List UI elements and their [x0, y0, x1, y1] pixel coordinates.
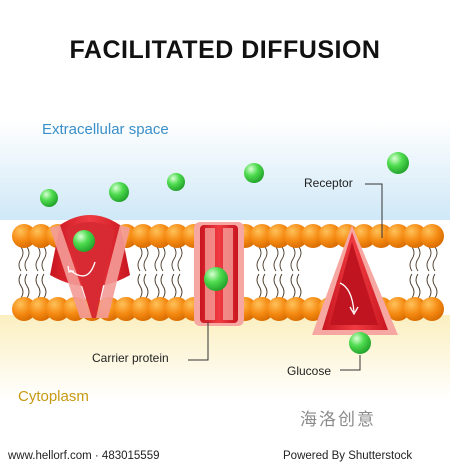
phospholipid-head	[301, 224, 325, 248]
phospholipid-head	[29, 297, 53, 321]
lipid-tail	[41, 246, 47, 272]
lipid-tail	[262, 273, 268, 299]
phospholipid-head	[250, 224, 274, 248]
phospholipid-head	[267, 297, 291, 321]
phospholipid-head	[386, 224, 410, 248]
phospholipid-head	[284, 224, 308, 248]
phospholipid-head	[12, 297, 36, 321]
extracellular-background	[0, 120, 450, 220]
arrow-icon	[69, 261, 96, 277]
glucose-molecule	[73, 230, 95, 252]
glucose-molecule	[349, 332, 371, 354]
lipid-tail	[143, 273, 149, 299]
glucose-molecule	[244, 163, 264, 183]
lipid-tail	[426, 273, 432, 299]
phospholipid-head	[386, 297, 410, 321]
lipid-tail	[171, 273, 177, 299]
lipid-tail	[415, 273, 421, 299]
phospholipid-head	[369, 224, 393, 248]
lipid-tail	[35, 246, 41, 272]
phospholipid-head	[284, 297, 308, 321]
lipid-tail	[426, 246, 432, 272]
phospholipid-head	[29, 224, 53, 248]
lipid-tail	[256, 246, 262, 272]
cytoplasm-label: Cytoplasm	[18, 388, 89, 405]
watermark-text: 海洛创意	[300, 410, 376, 430]
lipid-tail	[415, 246, 421, 272]
glucose-label: Glucose	[287, 364, 332, 378]
phospholipid-head	[148, 224, 172, 248]
lipid-tail	[290, 273, 296, 299]
phospholipid-head	[12, 224, 36, 248]
lipid-tail	[273, 246, 279, 272]
lipid-tail	[177, 273, 183, 299]
footer-right-text: Powered By Shutterstock	[283, 450, 413, 462]
lipid-tails	[18, 246, 438, 299]
glucose-molecule	[387, 152, 409, 174]
diagram-title: FACILITATED DIFFUSION	[69, 36, 381, 64]
phospholipid-head	[46, 297, 70, 321]
lipid-tail	[177, 246, 183, 272]
phospholipid-head	[114, 297, 138, 321]
phospholipid-head	[420, 224, 444, 248]
lipid-tail	[160, 246, 166, 272]
lipid-tail	[137, 246, 143, 272]
glucose-molecules	[40, 152, 409, 354]
lipid-tail	[273, 273, 279, 299]
phospholipid-head	[318, 224, 342, 248]
lipid-tail	[143, 246, 149, 272]
lipid-tail	[296, 246, 302, 272]
phospholipid-head	[165, 297, 189, 321]
lipid-tail	[160, 273, 166, 299]
phospholipid-head	[267, 224, 291, 248]
phospholipid-head	[403, 297, 427, 321]
lipid-tail	[18, 246, 24, 272]
lipid-tail	[154, 246, 160, 272]
lipid-tail	[154, 273, 160, 299]
extracellular-space-label: Extracellular space	[42, 121, 169, 138]
phospholipid-head	[131, 224, 155, 248]
lipid-tail	[256, 273, 262, 299]
glucose-molecule	[40, 189, 58, 207]
callout-lines	[188, 183, 383, 371]
lipid-heads-top	[12, 224, 444, 248]
lipid-tail	[24, 273, 30, 299]
lipid-tail	[137, 273, 143, 299]
lipid-tail	[24, 246, 30, 272]
receptor-label: Receptor	[304, 176, 353, 190]
phospholipid-head	[131, 297, 155, 321]
lipid-tail	[262, 246, 268, 272]
glucose-molecule	[167, 173, 185, 191]
phospholipid-head	[301, 297, 325, 321]
phospholipid-head	[250, 297, 274, 321]
glucose-molecule	[109, 182, 129, 202]
lipid-tail	[171, 246, 177, 272]
lipid-tail	[279, 246, 285, 272]
channel-protein-left	[50, 215, 130, 318]
glucose-molecule	[204, 267, 228, 291]
lipid-tail	[409, 273, 415, 299]
lipid-tail	[41, 273, 47, 299]
arrow-icon	[339, 282, 355, 313]
phospholipid-head	[420, 297, 444, 321]
lipid-tail	[432, 246, 438, 272]
receptor-protein	[312, 225, 398, 335]
carrier-protein-label: Carrier protein	[92, 351, 169, 365]
lipid-tail	[432, 273, 438, 299]
lipid-tail	[409, 246, 415, 272]
lipid-tail	[18, 273, 24, 299]
phospholipid-head	[403, 224, 427, 248]
footer-left-text: www.hellorf.com · 483015559	[8, 450, 160, 462]
phospholipid-head	[148, 297, 172, 321]
phospholipid-head	[165, 224, 189, 248]
lipid-tail	[35, 273, 41, 299]
lipid-tail	[279, 273, 285, 299]
lipid-tail	[290, 246, 296, 272]
lipid-tail	[296, 273, 302, 299]
